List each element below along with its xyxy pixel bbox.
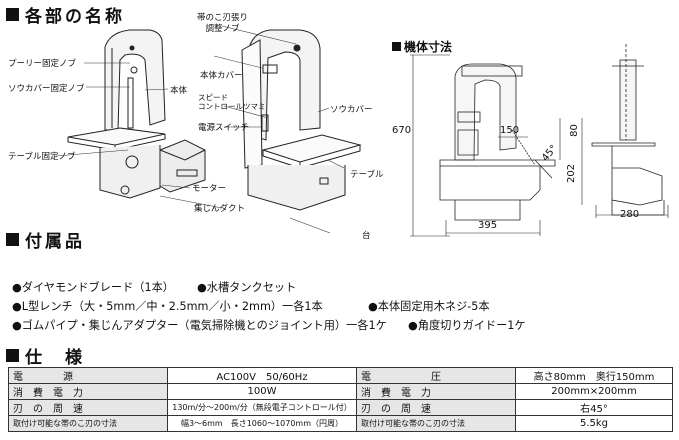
- label-saw-cover-knob: ソウカバー固定ノブ: [8, 84, 85, 94]
- label-table: テーブル: [350, 170, 384, 180]
- accessory-item: ●角度切りガイドー1ケ: [408, 319, 526, 332]
- spec-label: 消 費 電 力: [356, 383, 516, 400]
- table-row: 消 費 電 力 100W 消 費 電 力 200mm×200mm: [8, 383, 673, 400]
- section-title-accessories: 付属品: [6, 227, 85, 252]
- spec-label: 刃 の 周 速: [356, 399, 516, 416]
- square-bullet-icon: [392, 42, 401, 51]
- accessory-item: ●L型レンチ（大・5mm／中・2.5mm／小・2mm）一各1本: [12, 300, 323, 313]
- dim-depth: 280: [620, 209, 640, 220]
- accessory-item: ●水槽タンクセット: [197, 281, 297, 294]
- spec-label: 電 源: [8, 367, 168, 384]
- label-dust-duct: 集じんダクト: [194, 204, 246, 214]
- section-title-names: 各部の名称: [6, 2, 125, 27]
- label-table-knob: テーブル固定ノブ: [8, 152, 76, 162]
- spec-value: 200mm×200mm: [515, 383, 673, 400]
- spec-label: 刃 の 周 速: [8, 399, 168, 416]
- spec-value: 右45°: [515, 399, 673, 416]
- label-power-switch: 電源スイッチ: [198, 123, 250, 133]
- spec-table: 電 源 AC100V 50/60Hz 電 圧 高さ80mm 奥行150mm 消 …: [8, 367, 673, 432]
- dim-80: 80: [568, 124, 580, 137]
- spec-label: 消 費 電 力: [8, 383, 168, 400]
- spec-value: 幅3〜6mm 長さ1060〜1070mm（円周）: [167, 415, 357, 432]
- dim-202: 202: [566, 163, 578, 184]
- dim-width: 395: [478, 220, 498, 231]
- spec-label: 取付け可能な帯のこ刃の寸法: [8, 415, 168, 432]
- spec-label: 取付け可能な帯のこ刃の寸法: [356, 415, 516, 432]
- label-blade-tension-knob: 帯のこ刃張り 調整ノブ: [197, 13, 249, 34]
- table-row: 刃 の 周 速 130m/分〜200m/分（無段電子コントロール付） 刃 の 周…: [8, 399, 673, 416]
- label-saw-cover: ソウカバー: [330, 105, 373, 115]
- label-body: 本体: [170, 86, 188, 96]
- label-base: 台: [362, 231, 371, 241]
- spec-value: 130m/分〜200m/分（無段電子コントロール付）: [167, 399, 357, 416]
- square-bullet-icon: [6, 233, 19, 246]
- accessory-item: ●ダイヤモンドブレード（1本）: [12, 281, 174, 294]
- section-title-specs: 仕 様: [6, 343, 85, 368]
- label-body-cover: 本体カバー: [200, 71, 243, 81]
- band-saw-illustration: [55, 25, 669, 237]
- spec-value: 5.5kg: [515, 415, 673, 432]
- square-bullet-icon: [6, 8, 19, 21]
- table-row: 取付け可能な帯のこ刃の寸法 幅3〜6mm 長さ1060〜1070mm（円周） 取…: [8, 415, 673, 432]
- spec-label: 電 圧: [356, 367, 516, 384]
- dim-150: 150: [500, 125, 520, 136]
- label-speed-dial: スピード コントロールツマミ: [198, 93, 266, 111]
- accessory-item: ●本体固定用木ネジ-5本: [368, 300, 490, 313]
- spec-value: AC100V 50/60Hz: [167, 367, 357, 384]
- spec-value: 高さ80mm 奥行150mm: [515, 367, 673, 384]
- dimension-title: 機体寸法: [392, 38, 452, 55]
- table-row: 電 源 AC100V 50/60Hz 電 圧 高さ80mm 奥行150mm: [8, 367, 673, 384]
- accessory-item: ●ゴムパイプ・集じんアダプター（電気掃除機とのジョイント用）一各1ケ: [12, 319, 387, 332]
- spec-value: 100W: [167, 383, 357, 400]
- label-motor: モーター: [192, 184, 227, 194]
- square-bullet-icon: [6, 349, 19, 362]
- dim-height: 670: [392, 125, 412, 136]
- label-pulley-knob: プーリー固定ノブ: [8, 59, 77, 69]
